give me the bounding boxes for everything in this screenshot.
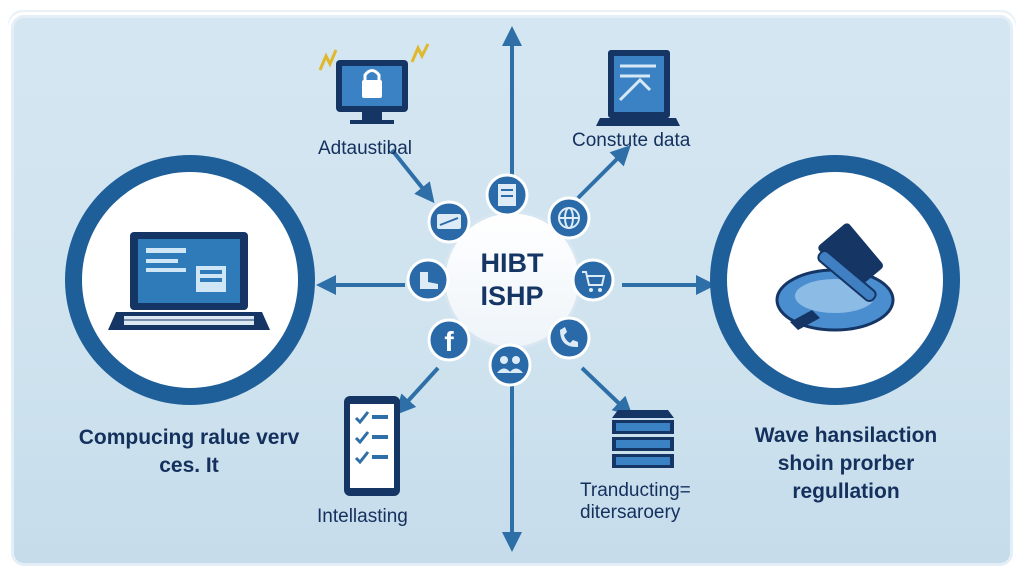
server-rack-icon [485,173,529,217]
label-top-right: Constute data [572,130,691,151]
label-right-line-1: Wave hansilaction [754,424,938,447]
users-icon [488,343,532,387]
facebook-icon: f [427,318,471,362]
phone-checklist-icon [344,396,400,496]
label-left-line-1: Compucing ralue verv [78,426,300,449]
globe-icon [547,196,591,240]
label-left-line-2: ces. It [159,454,219,477]
hub-title: HIBT ISHP [456,247,568,313]
label-top-left: Adtaustibal [318,138,413,159]
label-right-line-3: regullation [792,480,900,503]
label-right: Wave hansilaction shoin prorber regullat… [730,422,962,506]
label-bottom-right-line-1: Tranducting= [580,480,691,501]
shopping-cart-icon [571,258,615,302]
label-right-line-2: shoin prorber [777,452,915,475]
laptop-icon [108,232,270,330]
phone-call-icon [547,316,591,360]
ring-icons: f [406,173,615,387]
arrow-to-top-left [390,148,435,204]
server-stack-icon [612,410,674,468]
right-circle [710,155,960,405]
svg-text:f: f [444,326,454,357]
boot-icon [406,258,450,302]
left-circle [65,155,315,405]
hub-line-1: HIBT [480,248,544,278]
hub-line-2: ISHP [480,281,544,311]
arrow-to-top-right [576,145,631,200]
label-left: Compucing ralue verv ces. It [58,424,320,480]
label-bottom-right-line-2: ditersaroery [580,502,681,523]
label-bottom-right: Tranducting= ditersaroery [580,480,691,524]
chart-icon [427,200,471,244]
document-data-icon [596,50,680,126]
arrow-to-bottom-left [395,366,440,415]
secure-monitor-icon [318,43,430,124]
arrow-to-bottom-right [580,366,633,417]
gavel-icon [775,223,895,332]
label-bottom-left: Intellasting [317,506,408,527]
